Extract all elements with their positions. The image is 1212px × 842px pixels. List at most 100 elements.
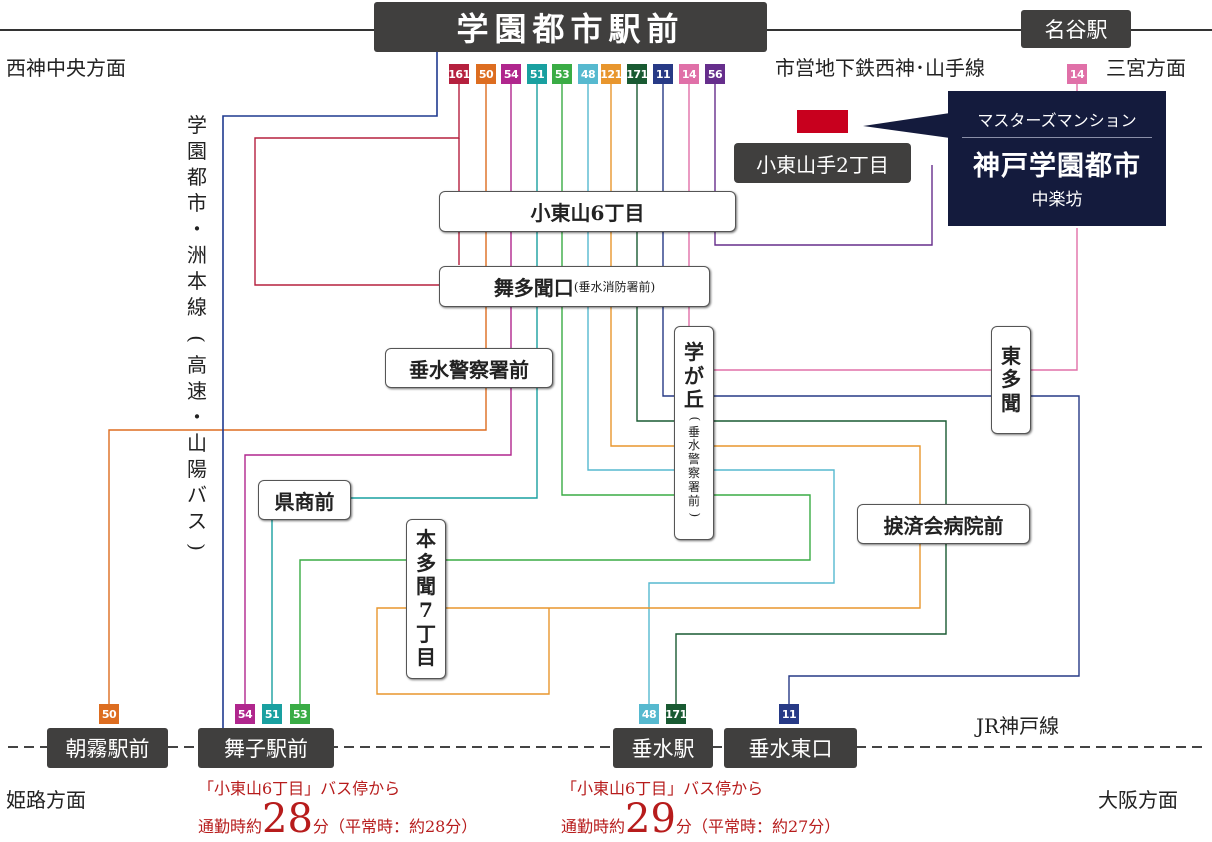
route-50-line [108,388,487,704]
highway-line-char: 都 [187,165,207,189]
highway-line-char: 園 [187,139,207,163]
stop-maitakoe[interactable]: 舞多聞口 (垂水消防署前) [439,266,710,307]
meiya-station[interactable]: 名谷駅 [1021,10,1131,48]
route-53-line [299,84,811,704]
right-direction-label: 三宮方面 [1106,56,1186,80]
highway-bus-line [222,52,438,728]
commute-maiko-time: 通勤時約28分（平常時：約28分） [198,796,478,842]
route-badge-53-maiko[interactable]: 53 [290,704,310,724]
stop-gakugaoka-paren-char: 前 [687,493,700,508]
highway-line-paren-char: 速 [187,379,207,403]
route-badge-53[interactable]: 53 [552,64,572,84]
callout-sub: 中楽坊 [1031,190,1083,210]
stop-gakugaoka-paren-char: ( [687,416,702,422]
route-badge-51[interactable]: 51 [527,64,547,84]
maiko-station[interactable]: 舞子駅前 [198,728,334,768]
stop-bassai-hospital[interactable]: 捩済会病院前 [857,504,1030,544]
stop-motamon-char: 目 [416,645,436,670]
property-callout: マスターズマンション 神戸学園都市 中楽坊 [948,91,1166,226]
stop-gakugaoka-char: が [684,363,704,388]
bottom-right-direction: 大阪方面 [1098,788,1178,812]
highway-line-paren-char: 高 [187,353,207,377]
stop-gakugaoka-paren-char: 察 [687,465,700,480]
route-48-line [587,84,835,704]
stop-gakugaoka-char: 丘 [684,387,704,412]
route-badge-54-maiko[interactable]: 54 [235,704,255,724]
commute-note-tarumi: 「小東山6丁目」バス停から 通勤時約29分（平常時：約27分） [561,775,841,842]
route-badge-48-tarumi[interactable]: 48 [639,704,659,724]
route-badge-14[interactable]: 14 [679,64,699,84]
route-badge-54[interactable]: 54 [501,64,521,84]
highway-line-paren-char: 陽 [187,457,207,481]
tarumi-station[interactable]: 垂水駅 [613,728,713,768]
highway-line-char: 洲 [187,243,207,267]
stop-gakugaoka-paren-char: 水 [687,438,700,453]
callout-pointer [863,113,950,138]
stop-tarumi-police[interactable]: 垂水警察署前 [385,348,553,388]
stop-higashi-tamon-char: 多 [1001,367,1021,392]
highway-line-paren: ( 高速・山陽バス ) [185,335,209,551]
highway-line-char: 本 [187,269,207,293]
route-161-line [254,84,460,286]
callout-name: 神戸学園都市 [973,151,1141,182]
commute-maiko-from: 「小東山6丁目」バス停から [198,779,401,798]
route-badge-11[interactable]: 11 [653,64,673,84]
jr-line-label: JR神戸線 [976,714,1060,738]
highway-line-paren-char: ス [187,509,207,533]
highway-line-label: 学園都市・洲本線 ( 高速・山陽バス ) [185,112,209,560]
commute-tarumi-from: 「小東山6丁目」バス停から [561,779,764,798]
highway-line-char: 市 [187,191,207,215]
stop-gakugaoka-paren-char: 署 [687,479,700,494]
subway-line-label: 市営地下鉄西神･山手線 [775,56,985,80]
stop-gakugaoka[interactable]: 学が丘(垂水警察署前) [674,326,714,540]
highway-line-char: ・ [187,217,207,241]
callout-brand: マスターズマンション [962,107,1152,138]
highway-line-paren-char: ・ [187,405,207,429]
route-badge-50-asagiri[interactable]: 50 [99,704,119,724]
left-direction-label: 西神中央方面 [6,56,126,80]
route-badge-121[interactable]: 121 [600,64,622,84]
route-badge-161[interactable]: 161 [448,64,470,84]
route-badge-11-tarumi-east[interactable]: 11 [779,704,799,724]
commute-note-maiko: 「小東山6丁目」バス停から 通勤時約28分（平常時：約28分） [198,775,478,842]
stop-higashi-tamon-char: 東 [1001,343,1021,368]
property-location-marker [797,110,848,133]
route-badge-51-maiko[interactable]: 51 [262,704,282,724]
highway-line-label-paren: 高速・山陽バス [185,352,209,534]
stop-gakugaoka-paren-char: 警 [687,452,700,467]
stop-motamon-char: 多 [416,550,436,575]
stop-kotoyama-2[interactable]: 小東山手2丁目 [734,143,911,183]
gakuen-toshi-station[interactable]: 学園都市駅前 [374,2,767,52]
route-54-line [244,84,512,704]
commute-tarumi-time: 通勤時約29分（平常時：約27分） [561,796,841,842]
highway-line-label-main: 学園都市・洲本線 [185,112,209,320]
stop-higashi-tamon-char: 聞 [1001,390,1021,415]
stop-gakugaoka-paren-char: ) [687,512,702,518]
route-11-line [662,84,1080,704]
stop-higashi-tamon[interactable]: 東多聞 [991,326,1031,434]
highway-line-paren-char: 山 [187,431,207,455]
asagiri-station[interactable]: 朝霧駅前 [47,728,168,768]
stop-kensho[interactable]: 県商前 [258,480,351,520]
highway-line-char: 線 [187,295,207,319]
bottom-left-direction: 姫路方面 [6,788,86,812]
route-121-line [376,84,921,695]
route-badge-56[interactable]: 56 [705,64,725,84]
route-badge-14-meiya[interactable]: 14 [1067,64,1087,84]
route-badge-171[interactable]: 171 [626,64,648,84]
stop-motamon-char: 7 [419,598,433,622]
highway-line-char: 学 [187,113,207,137]
stop-motamon-char: 本 [416,527,436,552]
stop-gakugaoka-paren-char: 垂 [687,424,700,439]
route-56-line [714,84,933,246]
stop-maitakoe-name: 舞多聞口 [493,276,574,300]
route-badge-171-tarumi[interactable]: 171 [665,704,687,724]
route-badge-50[interactable]: 50 [476,64,496,84]
highway-line-paren-char: バ [187,483,207,507]
tarumi-east-station[interactable]: 垂水東口 [724,728,857,768]
stop-kotoyama-6[interactable]: 小東山6丁目 [439,191,736,232]
stop-maitakoe-paren: (垂水消防署前) [573,280,656,294]
route-badge-48[interactable]: 48 [578,64,598,84]
stop-motamon-char: 聞 [416,574,436,599]
